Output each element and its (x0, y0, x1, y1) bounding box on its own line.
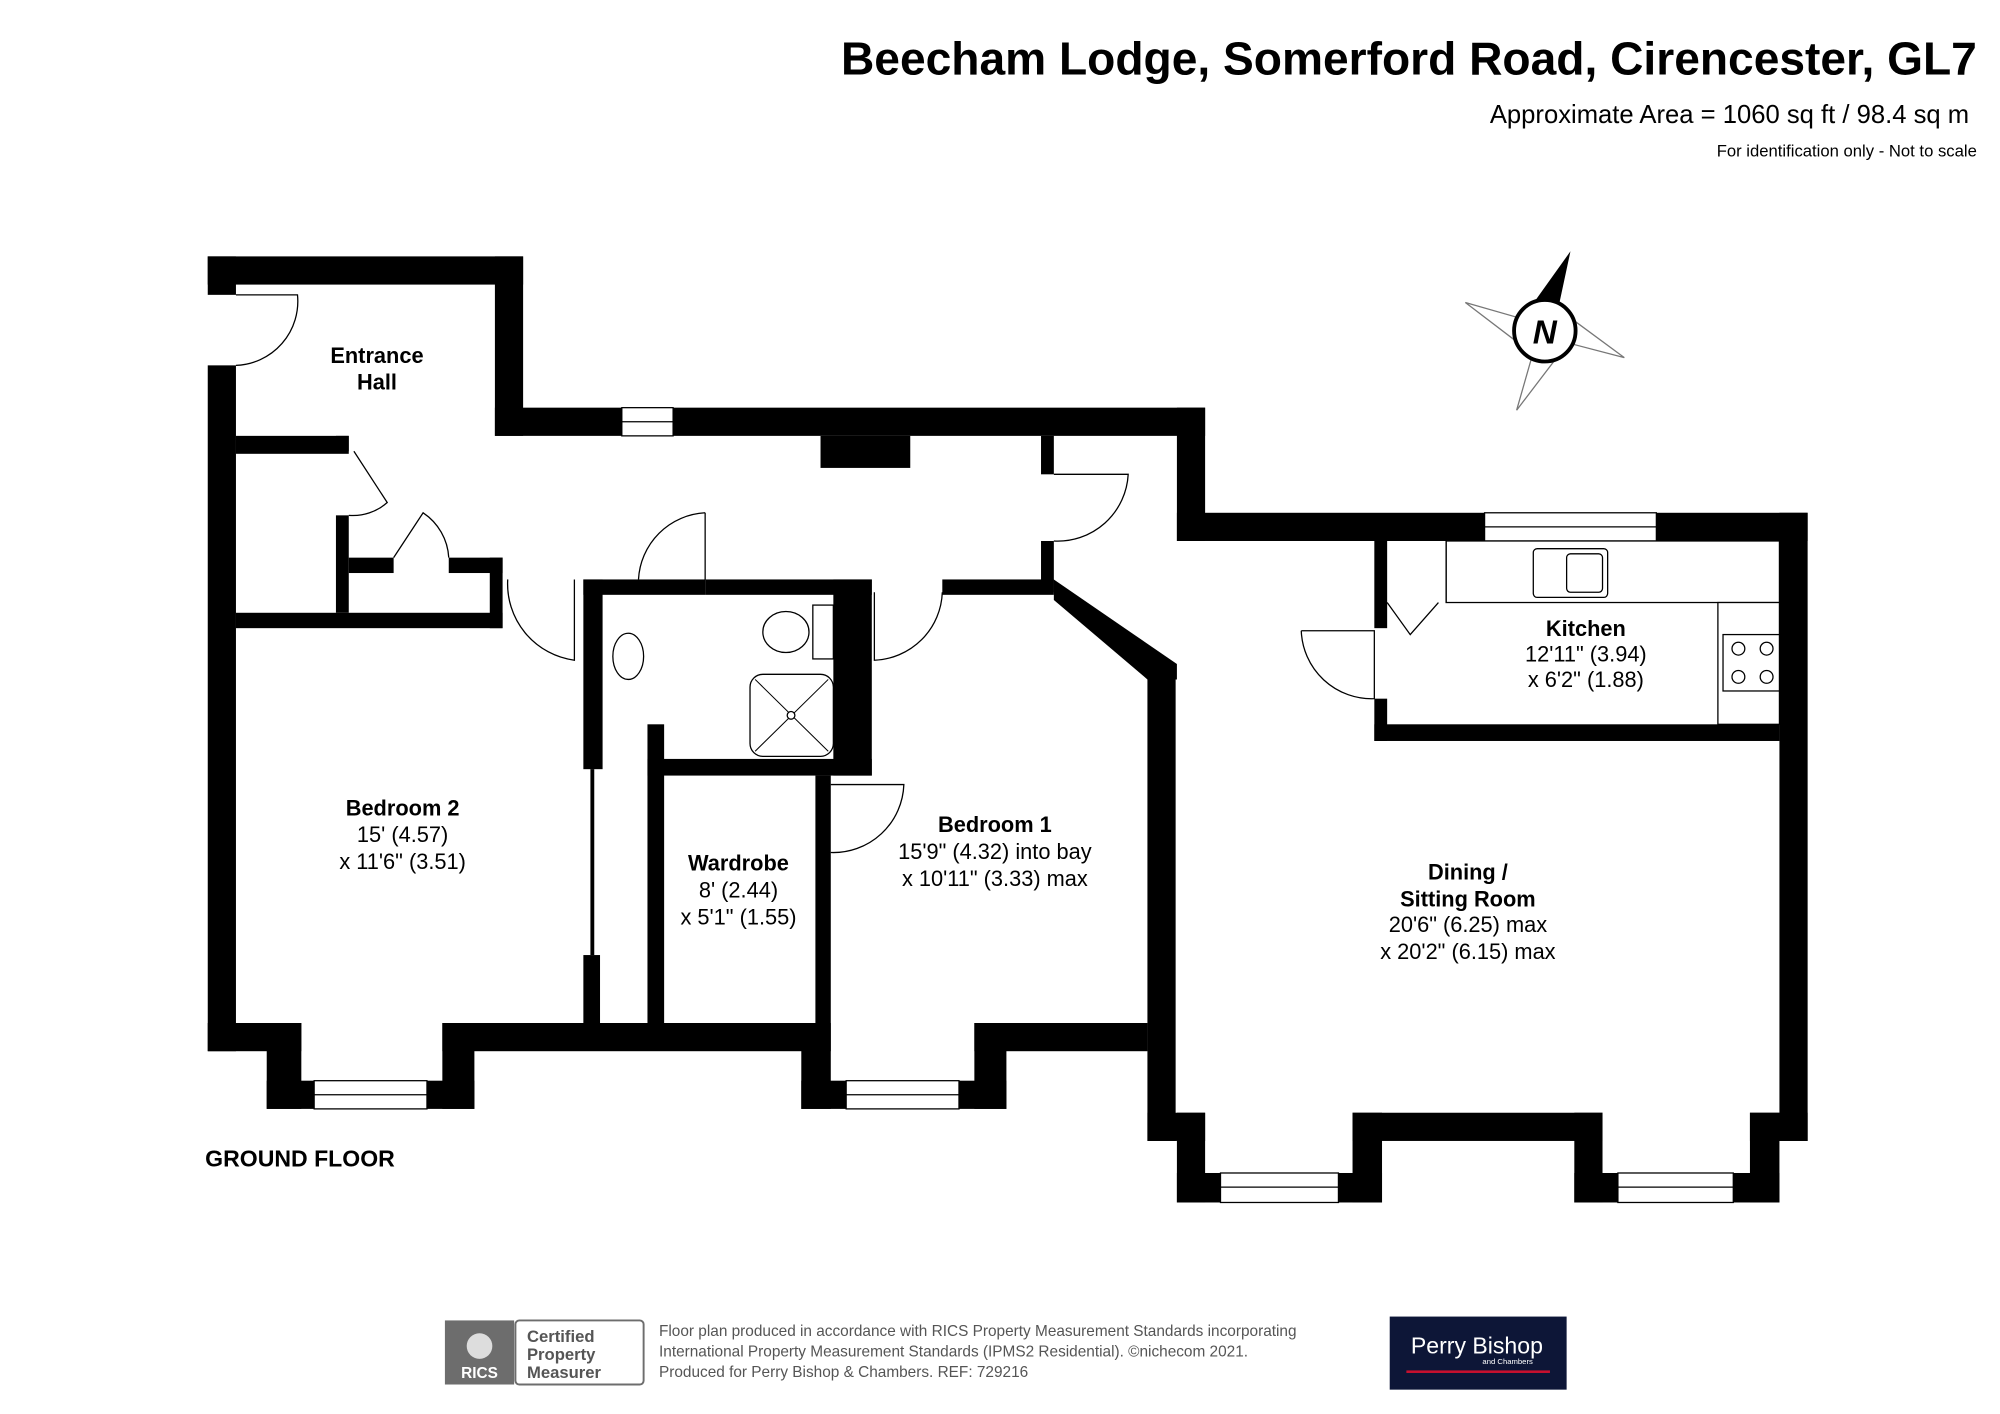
footer-note: Floor plan produced in accordance with R… (659, 1323, 1297, 1381)
page-title: Beecham Lodge, Somerford Road, Cirencest… (841, 32, 1977, 84)
brand-sub: and Chambers (1482, 1357, 1533, 1366)
room-name: Dining / (1428, 859, 1508, 884)
room-name: Bedroom 1 (938, 812, 1052, 837)
hob-icon (1722, 633, 1781, 692)
room-name: Entrance (330, 343, 423, 368)
windows (313, 407, 1734, 1204)
room-dimension: x 5'1" (1.55) (680, 904, 796, 929)
room-name: Kitchen (1546, 616, 1626, 641)
room-dimension: 8' (2.44) (699, 877, 778, 902)
room-dimension: x 10'11" (3.33) max (902, 866, 1088, 891)
room-name: Wardrobe (688, 850, 789, 875)
kitchen-worktop (1445, 540, 1781, 604)
basin-icon (612, 632, 645, 681)
rics-logo-text: RICS (461, 1365, 498, 1382)
footer-note-line: International Property Measurement Stand… (659, 1343, 1248, 1360)
room-bedroom-1: Bedroom 1 15'9" (4.32) into bay x 10'11"… (898, 812, 1092, 891)
toilet-icon (762, 610, 810, 654)
room-dimension: 15'9" (4.32) into bay (898, 839, 1092, 864)
compass-rose-icon: N (1464, 251, 1625, 411)
room-entrance-hall: Entrance Hall (330, 343, 423, 395)
room-dining-sitting: Dining / Sitting Room 20'6" (6.25) max x… (1380, 859, 1555, 963)
disclaimer: For identification only - Not to scale (1717, 141, 1977, 160)
fixtures (612, 540, 1781, 757)
footer-note-line: Produced for Perry Bishop & Chambers. RE… (659, 1364, 1028, 1381)
certified-text: Measurer (527, 1363, 602, 1382)
room-wardrobe: Wardrobe 8' (2.44) x 5'1" (1.55) (680, 850, 796, 929)
rics-badge: RICS Certified Property Measurer (444, 1319, 645, 1386)
walls (207, 256, 1808, 1203)
brand-name: Perry Bishop (1411, 1333, 1543, 1359)
room-dimension: x 11'6" (3.51) (339, 849, 466, 874)
certified-text: Property (527, 1345, 596, 1364)
footer-note-line: Floor plan produced in accordance with R… (659, 1323, 1297, 1340)
approximate-area: Approximate Area = 1060 sq ft / 98.4 sq … (1490, 101, 1969, 129)
doors (235, 294, 1439, 956)
floor-label: GROUND FLOOR (205, 1146, 395, 1172)
room-dimension: 20'6" (6.25) max (1389, 912, 1547, 937)
compass-north-label: N (1533, 315, 1558, 352)
room-name: Hall (357, 370, 397, 395)
room-dimension: x 20'2" (6.15) max (1380, 939, 1555, 964)
room-name: Bedroom 2 (346, 795, 460, 820)
agent-logo: Perry Bishop and Chambers (1389, 1316, 1567, 1390)
certified-text: Certified (527, 1327, 595, 1346)
room-name: Sitting Room (1400, 886, 1536, 911)
room-dimension: 12'11" (3.94) (1525, 641, 1647, 666)
room-dimension: x 6'2" (1.88) (1528, 667, 1644, 692)
toilet-cistern-icon (812, 604, 834, 660)
room-kitchen: Kitchen 12'11" (3.94) x 6'2" (1.88) (1525, 616, 1647, 692)
room-bedroom-2: Bedroom 2 15' (4.57) x 11'6" (3.51) (339, 795, 466, 874)
room-dimension: 15' (4.57) (357, 822, 448, 847)
